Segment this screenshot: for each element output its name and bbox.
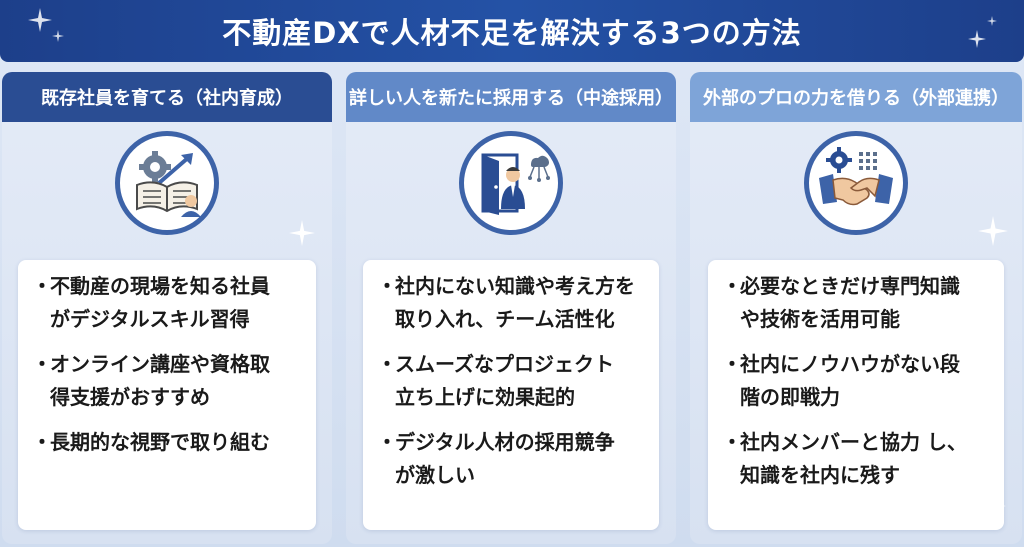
bullet: ・ <box>32 274 52 298</box>
page-title: 不動産DXで人材不足を解決する3つの方法 <box>222 16 802 50</box>
column-header: 既存社員を育てる（社内育成） <box>2 72 332 122</box>
icon-circle <box>804 131 908 235</box>
sparkle-icon <box>289 220 315 246</box>
sparkle-icon <box>968 30 986 48</box>
bullet: ・ <box>377 274 397 298</box>
content-card: ・必要なときだけ専門知識 や技術を活用可能 ・社内にノウハウがない段 階の即戦力… <box>708 260 1004 530</box>
sparkle-icon <box>28 8 52 32</box>
column-mid-career-hiring: 詳しい人を新たに採用する（中途採用） ・社内にない知識や考え方を 取り入れ、チー… <box>346 72 676 544</box>
content-card: ・社内にない知識や考え方を 取り入れ、チーム活性化 ・スムーズなプロジェクト 立… <box>363 260 659 530</box>
sparkle-icon <box>978 216 1008 246</box>
list-item: ・社内メンバーと協力 し、 知識を社内に残す <box>722 426 990 492</box>
icon-circle <box>459 131 563 235</box>
sparkle-icon <box>970 488 1006 524</box>
column-internal-training: 既存社員を育てる（社内育成） ・不動産の現場を知る社員 がデジタルスキル習得 ・… <box>2 72 332 544</box>
column-header-label: 既存社員を育てる（社内育成） <box>41 88 293 109</box>
list-item: ・オンライン講座や資格取 得支援がおすすめ <box>32 348 302 414</box>
column-external-partnership: 外部のプロの力を借りる（外部連携） ・必要なときだけ専門知識 や技術を活用可能 … <box>690 72 1022 544</box>
column-header-label: 外部のプロの力を借りる（外部連携） <box>703 88 1009 109</box>
bullet: ・ <box>32 352 52 376</box>
bullet: ・ <box>377 352 397 376</box>
list-item: ・社内にない知識や考え方を 取り入れ、チーム活性化 <box>377 270 645 336</box>
list-item: ・必要なときだけ専門知識 や技術を活用可能 <box>722 270 990 336</box>
content-card: ・不動産の現場を知る社員 がデジタルスキル習得 ・オンライン講座や資格取 得支援… <box>18 260 316 530</box>
bullet: ・ <box>722 274 742 298</box>
title-banner: 不動産DXで人材不足を解決する3つの方法 <box>0 0 1024 62</box>
list-item: ・デジタル人材の採用競争 が激しい <box>377 426 645 492</box>
book-gear-growth-icon <box>136 151 201 217</box>
list-item: ・長期的な視野で取り組む <box>32 426 302 459</box>
bullet: ・ <box>377 430 397 454</box>
column-header: 詳しい人を新たに採用する（中途採用） <box>346 72 676 122</box>
bullet: ・ <box>722 352 742 376</box>
bullet: ・ <box>32 430 52 454</box>
column-header-label: 詳しい人を新たに採用する（中途採用） <box>349 88 673 109</box>
sparkle-icon <box>987 16 997 26</box>
list-item: ・不動産の現場を知る社員 がデジタルスキル習得 <box>32 270 302 336</box>
sparkle-icon <box>52 30 64 42</box>
list-item: ・スムーズなプロジェクト 立ち上げに効果起的 <box>377 348 645 414</box>
column-header: 外部のプロの力を借りる（外部連携） <box>690 72 1022 122</box>
icon-circle <box>115 131 219 235</box>
door-businessman-icon <box>481 153 550 215</box>
list-item: ・社内にノウハウがない段 階の即戦力 <box>722 348 990 414</box>
bullet: ・ <box>722 430 742 454</box>
handshake-gear-icon <box>819 147 893 206</box>
